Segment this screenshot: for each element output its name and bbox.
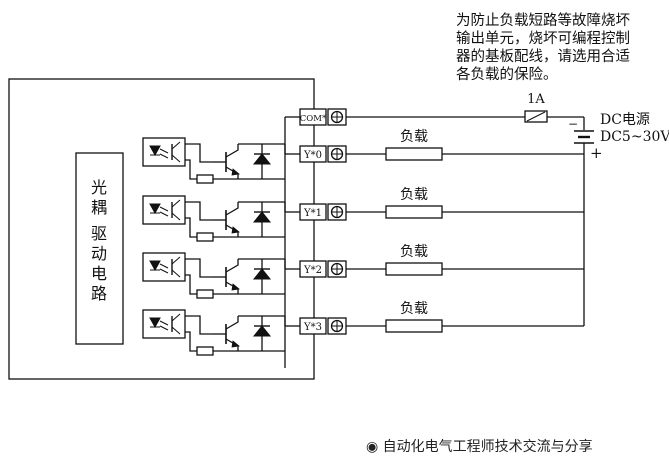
- terminal-label: COM*: [300, 114, 327, 124]
- note-line: 各负载的保险。: [456, 67, 558, 83]
- drive-wire: [185, 274, 197, 295]
- light-arrow: [159, 325, 169, 331]
- output-transistor-collector: [225, 259, 239, 273]
- light-arrow: [159, 263, 169, 269]
- drive-wire: [185, 315, 212, 335]
- protection-diode-icon: [252, 153, 272, 165]
- phototransistor-collector: [171, 141, 181, 150]
- driver-label-5: 电: [91, 264, 107, 283]
- led-icon: [149, 145, 161, 157]
- output-transistor-collector: [225, 144, 239, 158]
- light-arrow: [159, 148, 169, 154]
- drive-wire: [185, 217, 197, 238]
- note-line: 输出单元，烧坏可编程控制: [456, 31, 630, 47]
- phototransistor-collector: [171, 313, 181, 322]
- optocoupler-driver-block: [75, 152, 124, 345]
- fuse-label: 1A: [527, 92, 545, 107]
- note-line: 为防止负载短路等故障烧坏: [456, 13, 630, 29]
- driver-label-6: 路: [91, 284, 107, 303]
- wechat-icon: ◉: [366, 439, 379, 455]
- drive-wire: [185, 201, 212, 221]
- brand-watermark: ◉ 自动化电气工程师技术交流与分享: [366, 436, 593, 456]
- optocoupler: [142, 252, 186, 282]
- supply-label: DC电源: [600, 112, 650, 128]
- terminal-label: Y*2: [303, 265, 322, 276]
- phototransistor-emitter: [171, 269, 181, 278]
- led-icon: [149, 260, 161, 272]
- light-arrow: [159, 206, 169, 212]
- load-label: 负载: [400, 244, 428, 260]
- base-resistor: [196, 232, 214, 242]
- driver-label-3: 驱: [91, 224, 107, 243]
- terminal-label: Y*1: [303, 208, 322, 219]
- load-label: 负载: [400, 187, 428, 203]
- terminal-label: Y*3: [303, 322, 322, 333]
- base-resistor: [196, 346, 214, 356]
- phototransistor-collector: [171, 256, 181, 265]
- load-resistor: [385, 262, 443, 276]
- load-resistor: [385, 147, 443, 161]
- screw-head-icon: [330, 319, 344, 333]
- screw-head-icon: [330, 110, 344, 124]
- led-icon: [149, 317, 161, 329]
- drive-wire: [185, 258, 212, 278]
- output-channels: COM* Y*0 负载 Y*1 负载 Y*2 负载 Y*3 负载: [142, 108, 584, 356]
- light-arrow: [159, 320, 169, 326]
- load-label: 负载: [400, 129, 428, 145]
- output-transistor-collector: [225, 316, 239, 330]
- protection-diode-icon: [252, 325, 272, 337]
- supply-range: DC5~30V: [600, 129, 669, 145]
- drive-wire: [185, 331, 197, 352]
- driver-label-1: 光: [91, 178, 107, 197]
- output-module-outline: [8, 78, 315, 380]
- driver-label-4: 动: [91, 244, 107, 263]
- emitter-arrow: [231, 168, 240, 176]
- led-icon: [149, 203, 161, 215]
- screw-head-icon: [330, 262, 344, 276]
- brand-text: 自动化电气工程师技术交流与分享: [382, 439, 593, 455]
- protection-diode-icon: [252, 268, 272, 280]
- optocoupler: [142, 309, 186, 339]
- driver-label-2: 耦: [91, 198, 107, 217]
- drive-wire: [185, 159, 197, 180]
- fuse-warning-note: 为防止负载短路等故障烧坏 输出单元，烧坏可编程控制 器的基板配线，请选用合适 各…: [456, 12, 666, 84]
- screw-head-icon: [330, 205, 344, 219]
- phototransistor-emitter: [171, 326, 181, 335]
- optocoupler: [142, 137, 186, 167]
- light-arrow: [159, 211, 169, 217]
- terminal-label-box: [299, 108, 327, 126]
- light-arrow: [159, 268, 169, 274]
- plus-sign: +: [590, 144, 603, 162]
- base-resistor: [196, 289, 214, 299]
- phototransistor-emitter: [171, 212, 181, 221]
- load-resistor: [385, 319, 443, 333]
- terminal-label: Y*0: [303, 150, 322, 161]
- protection-diode-icon: [252, 211, 272, 223]
- emitter-arrow: [231, 340, 240, 348]
- load-label: 负载: [400, 301, 428, 317]
- minus-sign: −: [568, 117, 578, 131]
- optocoupler: [142, 195, 186, 225]
- screw-head-icon: [330, 147, 344, 161]
- output-transistor-collector: [225, 202, 239, 216]
- emitter-arrow: [231, 226, 240, 234]
- drive-wire: [185, 143, 212, 163]
- phototransistor-emitter: [171, 154, 181, 163]
- load-resistor: [385, 205, 443, 219]
- phototransistor-collector: [171, 199, 181, 208]
- base-resistor: [196, 174, 214, 184]
- light-arrow: [159, 153, 169, 159]
- fuse-element: [526, 111, 546, 122]
- note-line: 器的基板配线，请选用合适: [456, 49, 630, 65]
- emitter-arrow: [231, 283, 240, 291]
